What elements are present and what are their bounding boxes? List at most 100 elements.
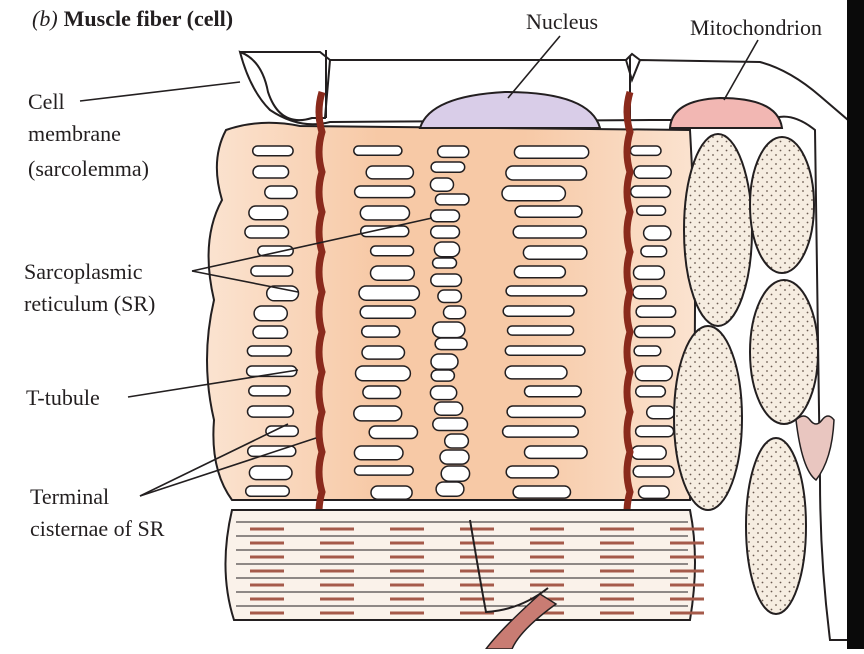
sr-tubule [433, 322, 465, 338]
sr-tubule [630, 146, 661, 155]
sr-tubule [251, 266, 293, 276]
sr-tubule [632, 446, 667, 459]
sr-tubule [513, 226, 586, 238]
sr-tubule [371, 266, 415, 280]
sr-tubule [362, 346, 405, 359]
sr-tubule [430, 178, 453, 191]
sr-tubule [435, 402, 463, 415]
sr-tubule [360, 206, 409, 220]
sr-tubule [431, 226, 460, 238]
sr-tubule [636, 386, 666, 397]
sr-tubule [253, 146, 293, 156]
sr-tubule [440, 450, 469, 464]
sr-tubule [249, 386, 290, 396]
sr-tubule [431, 370, 454, 381]
myofibril-end [750, 280, 818, 424]
sr-tubule [634, 346, 661, 356]
myofibril-end [750, 137, 814, 273]
sr-tubule [506, 166, 587, 180]
sr-tubule [441, 466, 469, 481]
sr-tubule [514, 146, 588, 158]
sr-tubule [431, 210, 460, 222]
sr-tubule [253, 166, 289, 178]
sr-tubule [254, 306, 287, 321]
sr-tubule [637, 206, 666, 215]
sr-tubule [438, 290, 462, 303]
sr-tubule [438, 146, 469, 157]
t-tubule-left [319, 92, 322, 532]
sr-tubule [445, 434, 469, 448]
sr-tubule [639, 486, 670, 498]
sr-tubule [633, 466, 674, 477]
sr-tubule [265, 186, 297, 199]
sr-tubule [247, 346, 291, 356]
sr-tubule [433, 258, 457, 268]
panel-letter: (b) [32, 6, 58, 31]
sr-tubule [371, 246, 414, 256]
sr-tubule [506, 286, 587, 296]
label-mitochondrion: Mitochondrion [690, 14, 822, 41]
sr-tubule [433, 418, 468, 431]
sr-tubule [523, 246, 587, 259]
sr-tubule [503, 426, 579, 437]
t-tubule-right [627, 92, 630, 532]
title-text: Muscle fiber (cell) [64, 6, 233, 31]
sr-tubule [505, 366, 567, 379]
sr-tubule [502, 186, 565, 201]
label-cell-membrane-line-3: (sarcolemma) [28, 155, 149, 182]
sr-tubule [366, 166, 413, 179]
sr-tubule [635, 366, 672, 381]
sr-tubule [436, 482, 464, 496]
sr-tubule [369, 426, 417, 439]
sr-tubule [636, 426, 674, 437]
sr-tubule [513, 486, 570, 498]
label-sr-line-2: reticulum (SR) [24, 290, 155, 317]
sr-tubule [360, 306, 415, 318]
sr-tubule [508, 326, 574, 335]
label-terminal-cisternae-line-2: cisternae of SR [30, 515, 164, 542]
sr-tubule [362, 326, 400, 337]
label-nucleus: Nucleus [526, 8, 598, 35]
sr-tubule [435, 338, 467, 350]
sr-tubule [634, 326, 675, 338]
sr-tubule [514, 266, 565, 278]
sr-tubule [631, 186, 671, 197]
sr-tubule [634, 266, 665, 279]
sr-tubule [249, 466, 292, 480]
myofibril-end [674, 326, 742, 510]
sr-tubule [515, 206, 582, 217]
leader-line [80, 82, 240, 101]
sr-tubule [356, 366, 411, 381]
sr-tubule [371, 486, 412, 499]
sr-tubule [361, 226, 409, 237]
sr-tubule [355, 186, 415, 198]
sr-tubule [431, 354, 458, 369]
sr-tubule [245, 226, 289, 238]
scan-edge [847, 0, 864, 649]
sr-tubule [506, 466, 558, 478]
sr-tubule [641, 246, 667, 257]
sr-tubule [354, 406, 402, 421]
sr-tubule [430, 386, 456, 400]
sr-tubule [434, 242, 459, 257]
sr-tubule [354, 446, 403, 460]
sr-tubule [248, 406, 294, 417]
sr-tubule [444, 306, 466, 319]
sr-tubule [647, 406, 675, 419]
sr-tubule [633, 286, 666, 299]
sr-tubule [503, 306, 574, 316]
sr-tubule [253, 326, 288, 338]
sr-tubule [249, 206, 288, 220]
sr-tubule [525, 386, 582, 397]
sr-tubule [636, 306, 676, 317]
sr-tubule [644, 226, 671, 240]
myofibril-bundle [225, 510, 695, 620]
sr-tubule [507, 406, 585, 417]
label-cell-membrane-line-2: membrane [28, 120, 121, 147]
label-t-tubule: T-tubule [26, 384, 100, 411]
myofibril-end [684, 134, 752, 326]
sr-tubule [354, 146, 402, 155]
label-sr-line-1: Sarcoplasmic [24, 258, 143, 285]
